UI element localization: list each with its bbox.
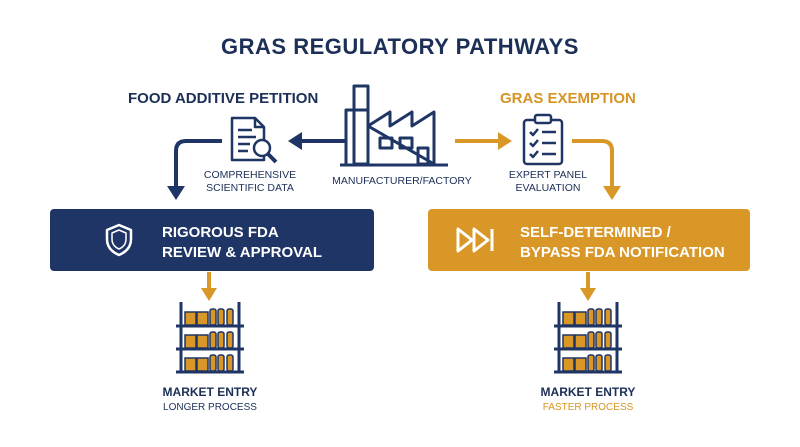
food-additive-petition-heading: FOOD ADDITIVE PETITION [128, 90, 319, 107]
expert-panel-label: EXPERT PANEL EVALUATION [508, 169, 588, 195]
arrow-bypass-to-market [580, 272, 596, 301]
arrow-factory-to-petition [288, 132, 346, 150]
shield-icon [105, 223, 133, 257]
rigorous-fda-review-text: RIGOROUS FDA REVIEW & APPROVAL [162, 224, 323, 261]
arrow-petition-to-review [167, 139, 222, 200]
fast-forward-icon [456, 227, 494, 253]
arrow-review-to-market [201, 272, 217, 301]
longer-process-label: LONGER PROCESS [163, 402, 257, 413]
gras-exemption-heading: GRAS EXEMPTION [500, 90, 636, 107]
document-magnifier-icon [230, 116, 278, 164]
arrow-exemption-to-bypass [572, 139, 621, 200]
self-determined-bypass-text: SELF-DETERMINED / BYPASS FDA NOTIFICATIO… [520, 224, 725, 261]
product-shelf-icon [176, 302, 244, 374]
right-market-entry-title: MARKET ENTRY [540, 385, 636, 399]
manufacturer-label: MANUFACTURER/FACTORY [332, 175, 472, 187]
clipboard-checklist-icon [522, 113, 564, 166]
factory-icon [340, 84, 448, 167]
comprehensive-data-label: COMPREHENSIVE SCIENTIFIC DATA [203, 169, 297, 195]
rigorous-fda-review-box: RIGOROUS FDA REVIEW & APPROVAL [50, 209, 374, 271]
self-determined-bypass-box: SELF-DETERMINED / BYPASS FDA NOTIFICATIO… [428, 209, 750, 271]
left-market-entry-title: MARKET ENTRY [162, 385, 258, 399]
diagram-title: GRAS REGULATORY PATHWAYS [221, 34, 579, 59]
product-shelf-icon [554, 302, 622, 374]
faster-process-label: FASTER PROCESS [542, 402, 634, 413]
arrow-factory-to-exemption [455, 132, 512, 150]
